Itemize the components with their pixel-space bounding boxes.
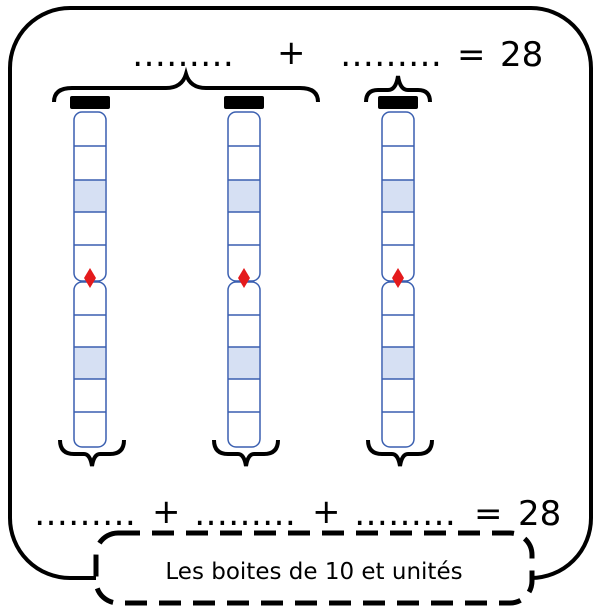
bottom-equals: = bbox=[474, 494, 503, 534]
bottom-blank-1[interactable]: ……… bbox=[34, 494, 136, 534]
top-total: 28 bbox=[500, 35, 543, 75]
box-cap bbox=[378, 96, 418, 109]
ten-box-2 bbox=[224, 96, 264, 448]
bottom-brace-2 bbox=[212, 439, 280, 467]
bottom-plus-1: + bbox=[152, 492, 181, 532]
bottom-plus-2: + bbox=[312, 492, 341, 532]
top-equation: ……… + ……… = 28 bbox=[132, 33, 543, 75]
bottom-brace-3 bbox=[366, 439, 434, 467]
top-blank-2[interactable]: ……… bbox=[340, 35, 442, 75]
ten-box-1 bbox=[70, 96, 110, 448]
bottom-total: 28 bbox=[518, 494, 561, 534]
label-text: Les boites de 10 et unités bbox=[165, 559, 462, 585]
ten-box-3 bbox=[378, 96, 418, 448]
shaded-cell bbox=[229, 347, 259, 379]
red-diamond-marker bbox=[238, 268, 250, 288]
red-diamond-marker bbox=[84, 268, 96, 288]
shaded-cell bbox=[75, 347, 105, 379]
bottom-brace-1 bbox=[58, 439, 126, 467]
label-box bbox=[93, 530, 535, 606]
shaded-cell bbox=[229, 180, 259, 212]
box-cap bbox=[70, 96, 110, 109]
top-blank-1[interactable]: ……… bbox=[132, 35, 234, 75]
top-equals: = bbox=[457, 35, 486, 75]
top-brace-small bbox=[364, 75, 432, 103]
box-cap bbox=[224, 96, 264, 109]
shaded-cell bbox=[75, 180, 105, 212]
bottom-blank-3[interactable]: ……… bbox=[354, 494, 456, 534]
bottom-blank-2[interactable]: ……… bbox=[194, 494, 296, 534]
top-plus: + bbox=[277, 33, 306, 73]
top-brace-large bbox=[52, 66, 320, 103]
red-diamond-marker bbox=[392, 268, 404, 288]
shaded-cell bbox=[383, 347, 413, 379]
bottom-equation: ……… + ……… + ……… = 28 bbox=[34, 492, 561, 534]
shaded-cell bbox=[383, 180, 413, 212]
